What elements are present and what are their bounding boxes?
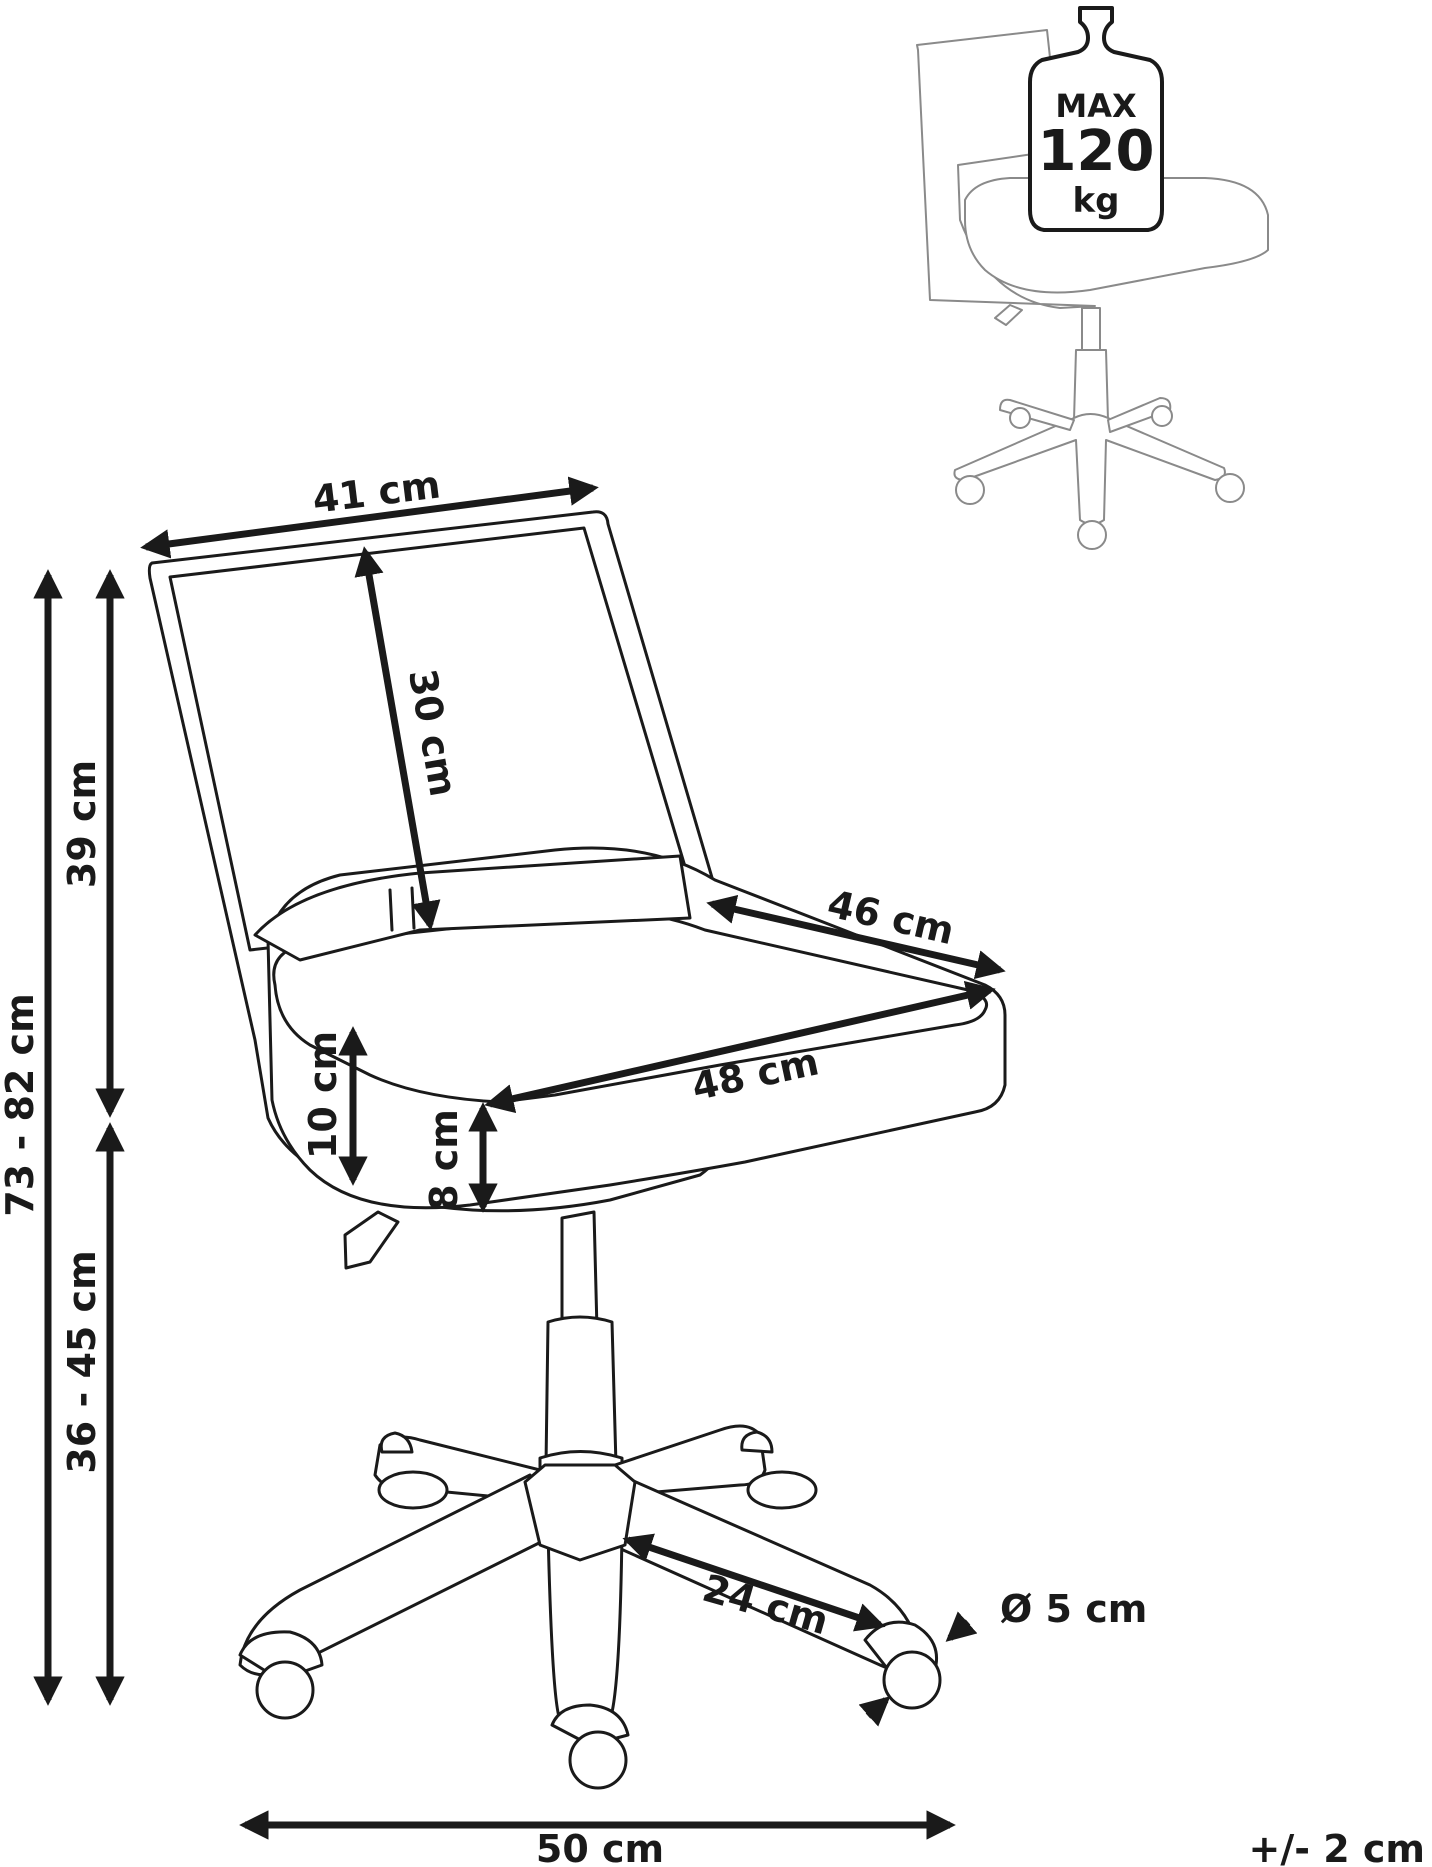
arrow-wheel-top bbox=[945, 1611, 978, 1642]
base-hub bbox=[523, 1463, 637, 1562]
small-cylinder bbox=[1073, 349, 1109, 421]
caster-back-right bbox=[740, 1430, 818, 1510]
caster-back-left bbox=[377, 1431, 449, 1510]
caster-right bbox=[863, 1620, 942, 1710]
arrow-seat-depth bbox=[706, 894, 1006, 980]
dimension-arrows bbox=[33, 476, 1006, 1840]
max-load-line1: MAX bbox=[1055, 87, 1137, 125]
max-load-weight-icon: MAX 120 kg bbox=[1028, 6, 1164, 232]
gas-cylinder bbox=[544, 1315, 618, 1472]
arrow-backrest-width bbox=[140, 476, 599, 559]
base-leg-back-right bbox=[613, 1424, 767, 1497]
arrow-backrest-height bbox=[354, 546, 441, 931]
caster-left bbox=[238, 1630, 324, 1720]
gas-column bbox=[560, 1210, 599, 1334]
small-column bbox=[1081, 307, 1101, 356]
max-load-line3: kg bbox=[1073, 181, 1120, 221]
label-seat-thickness: 8 cm bbox=[422, 1109, 466, 1211]
label-tolerance: +/- 2 cm bbox=[1248, 1827, 1425, 1867]
arrow-wheel-bottom bbox=[858, 1696, 891, 1727]
label-armrest-gap: 10 cm bbox=[301, 1031, 345, 1159]
label-back-height: 39 cm bbox=[60, 760, 104, 888]
label-base-width: 50 cm bbox=[536, 1827, 664, 1867]
label-seat-height: 36 - 45 cm bbox=[60, 1250, 104, 1473]
small-lever bbox=[994, 304, 1023, 326]
arrow-seat-width bbox=[484, 980, 996, 1114]
small-base bbox=[953, 413, 1226, 525]
label-total-height: 73 - 82 cm bbox=[0, 993, 42, 1216]
max-load-line2: 120 bbox=[1038, 119, 1155, 184]
label-wheel-diameter: Ø 5 cm bbox=[1000, 1587, 1147, 1631]
arrow-leg-length bbox=[622, 1533, 886, 1632]
main-chair-drawing bbox=[147, 510, 1007, 1790]
caster-front bbox=[550, 1703, 630, 1790]
height-lever bbox=[343, 1210, 400, 1270]
